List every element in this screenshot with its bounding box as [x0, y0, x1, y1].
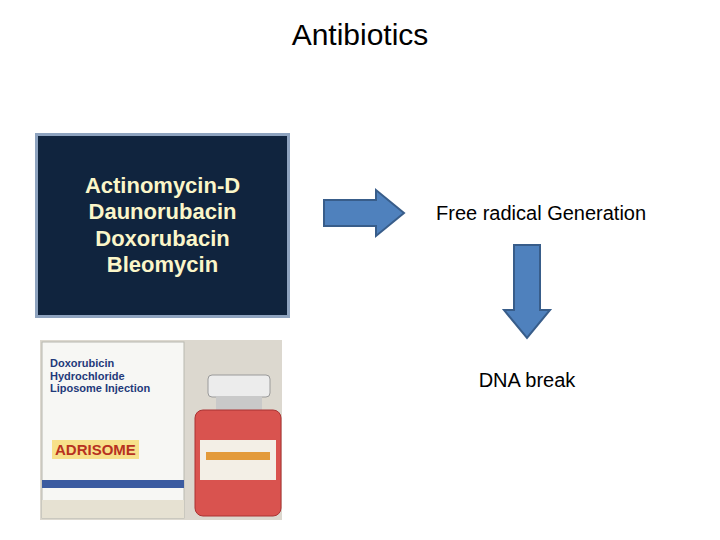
process-text: Free radical Generation [432, 199, 650, 227]
diagram-title: Antibiotics [0, 18, 720, 52]
brand-name: ADRISOME [52, 440, 139, 459]
process-text: DNA break [475, 366, 580, 394]
carton-text: Doxorubicin Hydrochloride Liposome Injec… [47, 356, 173, 396]
vial-logo [206, 452, 270, 460]
vial-label [200, 440, 276, 480]
drug-list-box: Actinomycin-D Daunorubacin Doxorubacin B… [35, 133, 290, 318]
photo-background [40, 340, 282, 520]
block-arrow [324, 190, 404, 236]
vial-cap [208, 375, 270, 397]
drug-names: Actinomycin-D Daunorubacin Doxorubacin B… [63, 173, 263, 279]
block-arrow [504, 245, 550, 338]
process-label: Free radical Generation [436, 201, 646, 225]
carton-band [42, 480, 184, 488]
carton-footer [42, 500, 184, 518]
process-label: DNA break [479, 368, 576, 392]
vial-body [195, 410, 281, 516]
drug-carton [42, 342, 184, 518]
